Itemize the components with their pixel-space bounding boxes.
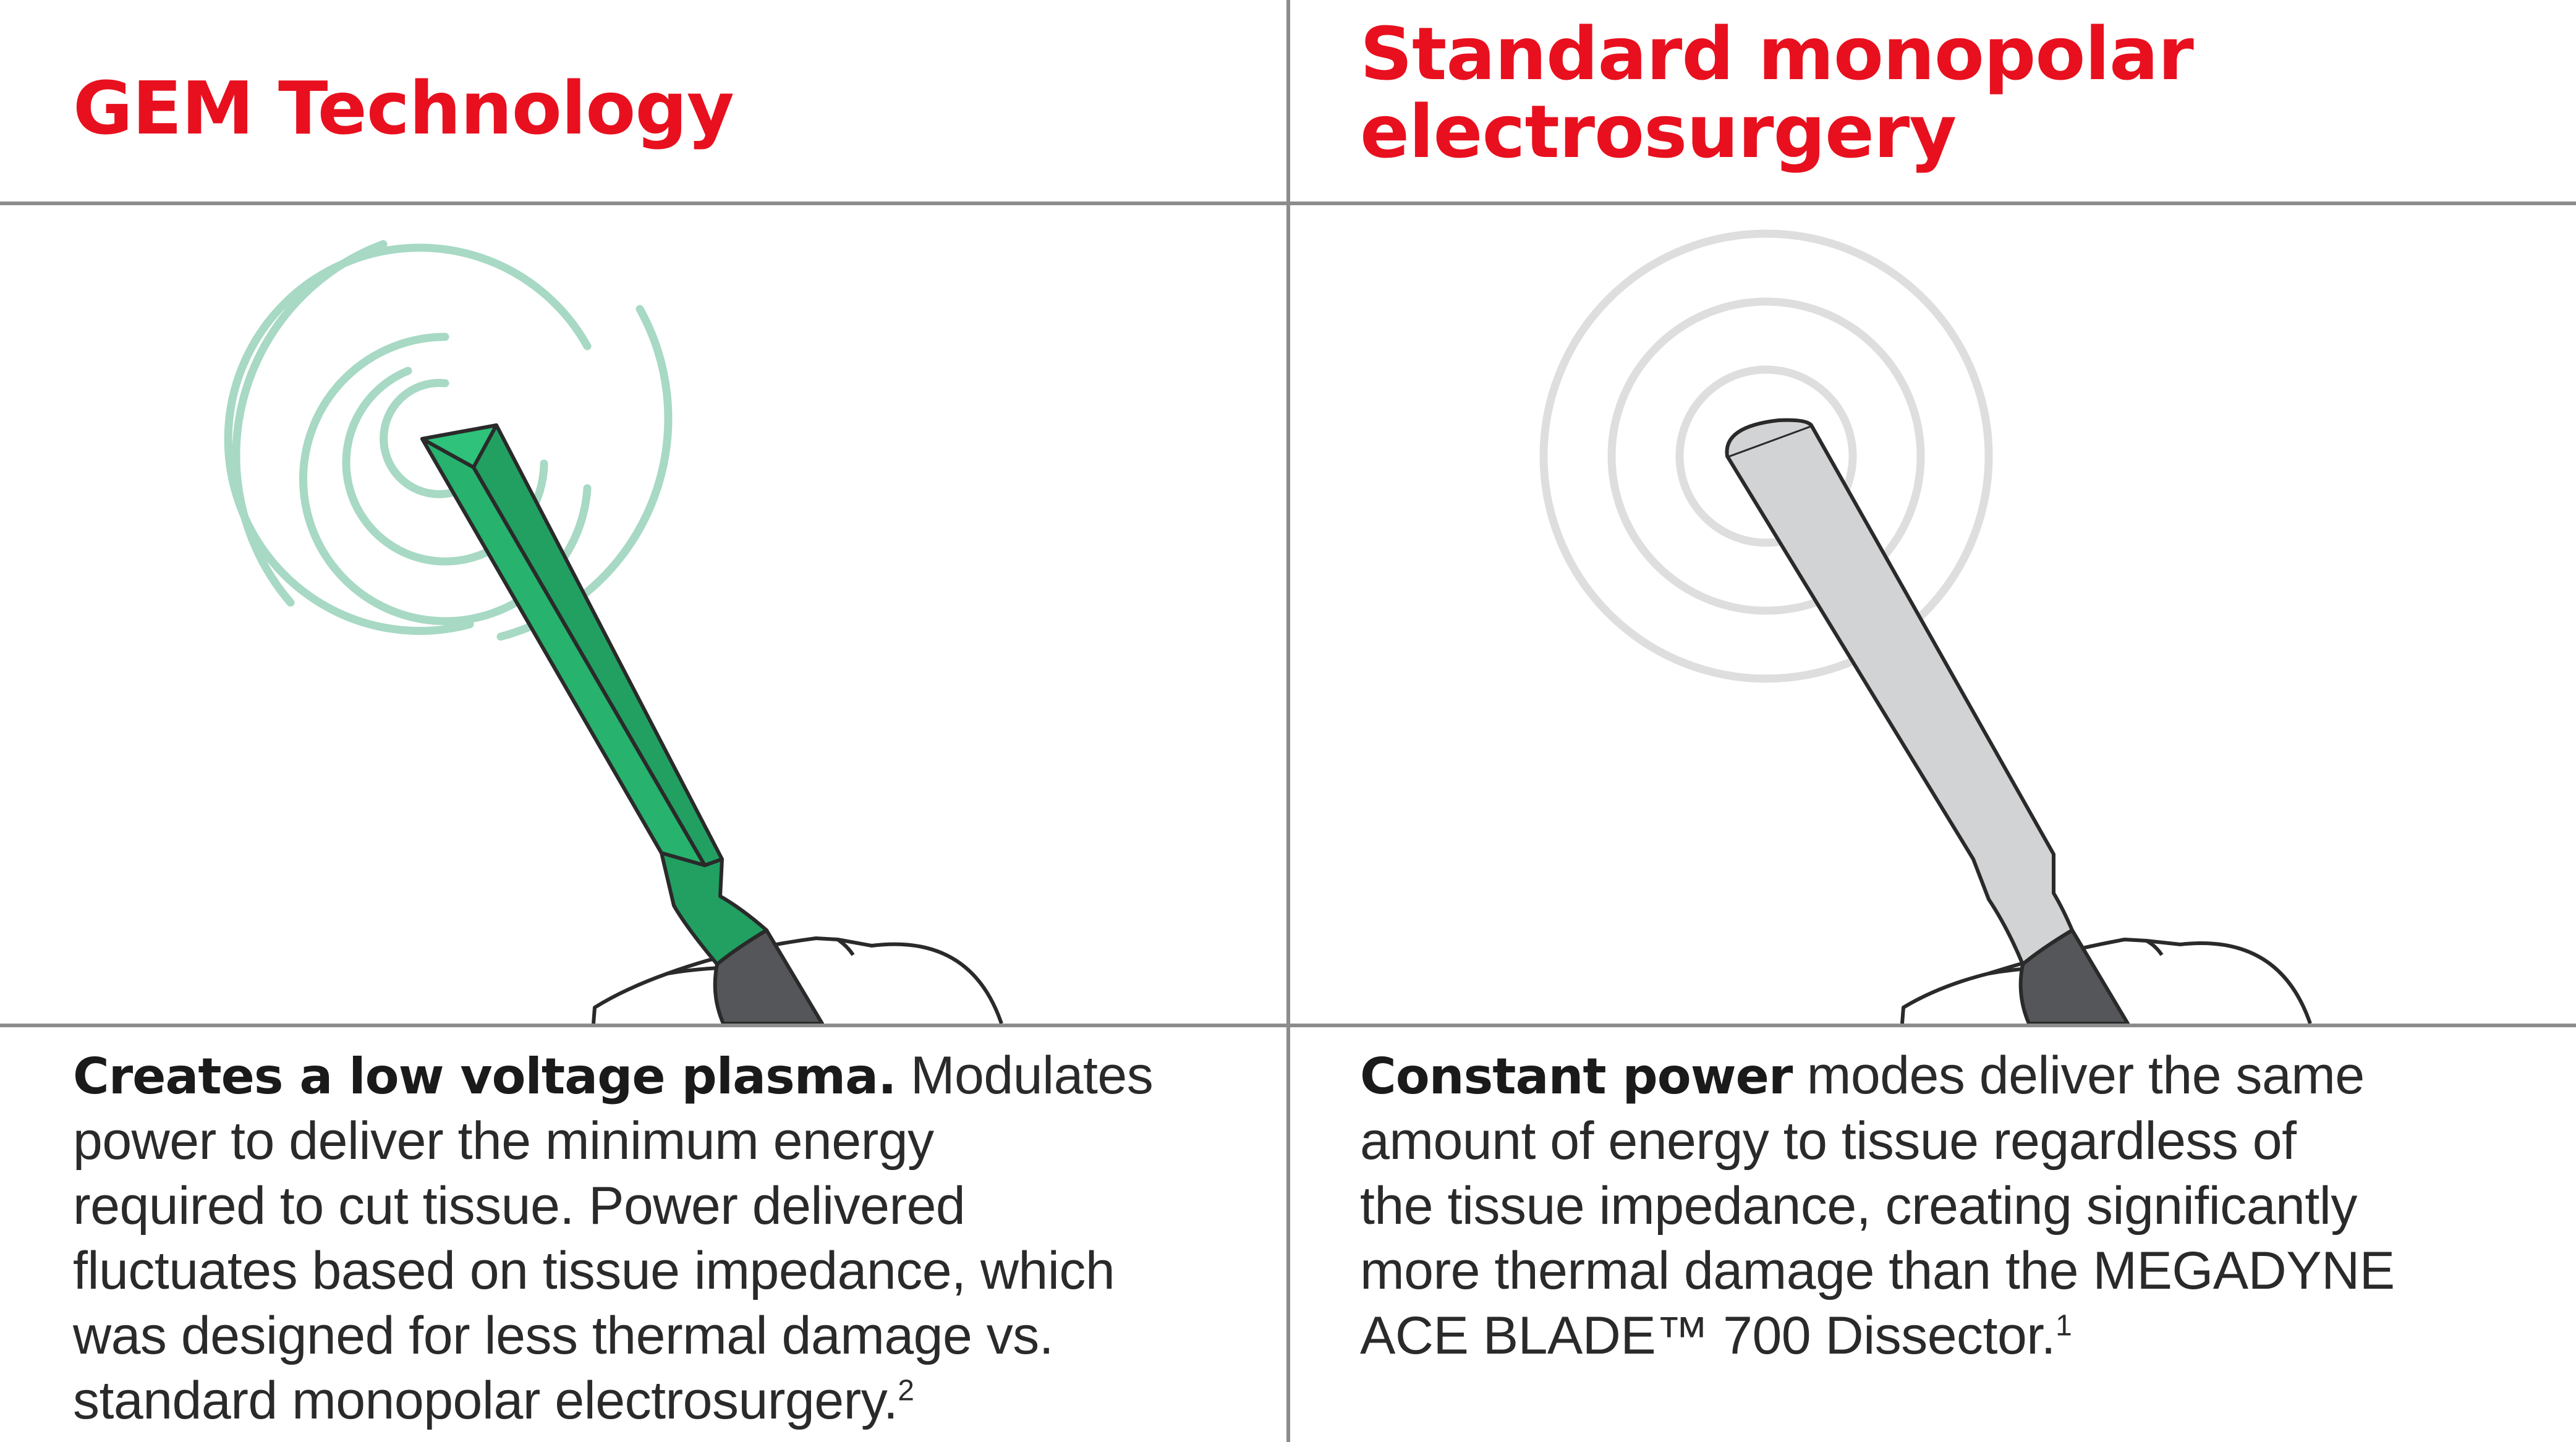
gem-blade: [420, 423, 768, 966]
right-description-line-1: modes deliver the same: [1792, 1046, 2365, 1105]
right-description: Constant power modes deliver the same am…: [1360, 1043, 2565, 1368]
left-description-line-4: fluctuates based on tissue impedance, wh…: [73, 1241, 1115, 1300]
right-title-line-2: electrosurgery: [1360, 89, 1957, 174]
footer-divider: [0, 1024, 2576, 1027]
energy-rings: [1539, 229, 1993, 683]
right-description-line-2: amount of energy to tissue regardless of: [1360, 1111, 2297, 1171]
left-title: GEM Technology: [73, 66, 734, 151]
right-description-lead: Constant power: [1360, 1048, 1793, 1105]
right-description-line-5: ACE BLADE™ 700 Dissector.: [1360, 1306, 2056, 1365]
standard-illustration: [1539, 229, 2312, 1024]
left-description: Creates a low voltage plasma. Modulates …: [73, 1043, 1278, 1433]
left-description-lead: Creates a low voltage plasma.: [73, 1048, 897, 1105]
ring-inner: [1675, 365, 1857, 547]
left-description-line-6: standard monopolar electrosurgery.: [73, 1371, 898, 1430]
gem-illustration: [224, 240, 1003, 1024]
right-description-line-4: more thermal damage than the MEGADYNE: [1360, 1241, 2395, 1300]
left-description-line-2: power to deliver the minimum energy: [73, 1111, 934, 1171]
right-description-line-3: the tissue impedance, creating significa…: [1360, 1176, 2357, 1236]
standard-blade: [1725, 418, 2074, 966]
right-title: Standard monopolar electrosurgery: [1360, 15, 2194, 174]
ring-middle: [1607, 297, 1925, 615]
wave-ring-2: [224, 244, 592, 635]
left-description-line-5: was designed for less thermal damage vs.: [73, 1306, 1054, 1365]
ring-outer: [1539, 229, 1993, 683]
right-footnote-ref: 1: [2055, 1309, 2072, 1342]
vertical-divider: [1286, 0, 1290, 1442]
header-divider: [0, 201, 2576, 205]
left-description-line-3: required to cut tissue. Power delivered: [73, 1176, 966, 1236]
right-title-line-1: Standard monopolar: [1360, 11, 2194, 96]
left-description-line-1: Modulates: [896, 1046, 1154, 1105]
left-footnote-ref: 2: [898, 1374, 914, 1407]
